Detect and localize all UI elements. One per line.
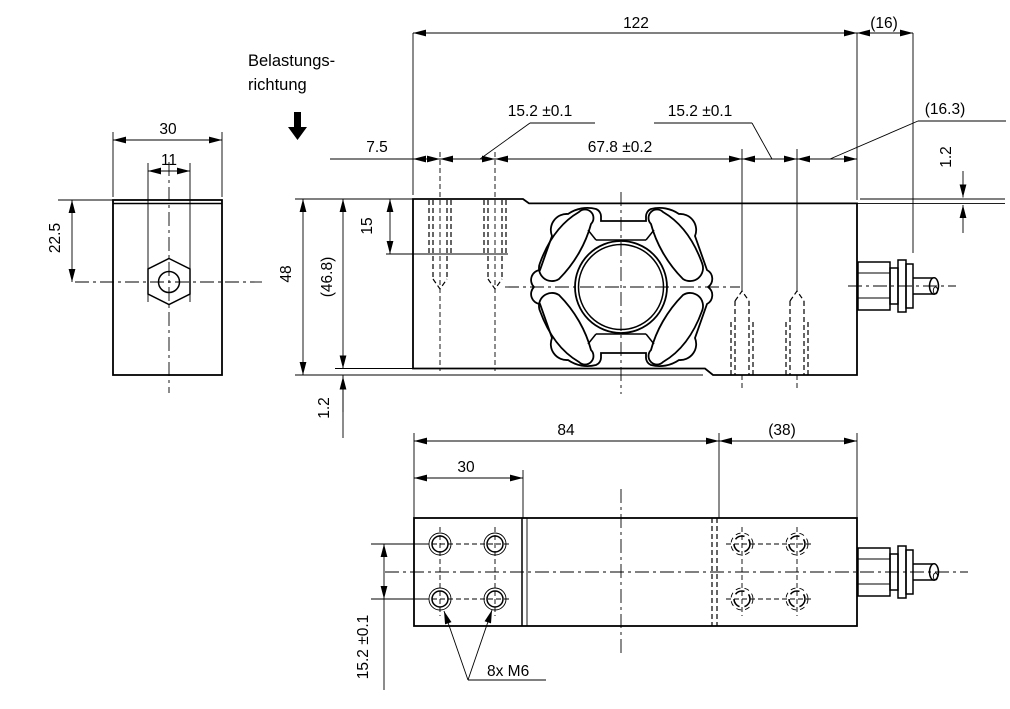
bottom-view: 84 (38) 30 15.2 ±0.1 8x M6 <box>355 422 968 690</box>
dim-end-to-hole: (16.3) <box>925 101 966 118</box>
threaded-hole <box>730 149 754 391</box>
bottom-view-dimensions: 84 (38) 30 15.2 ±0.1 8x M6 <box>355 422 858 690</box>
load-direction-note: Belastungs- richtung <box>248 52 335 140</box>
cable-gland-side <box>848 259 956 313</box>
load-direction-arrow-icon <box>288 112 307 140</box>
thread-callout-label: 8x M6 <box>487 663 529 680</box>
dim-edge-to-first-hole: 7.5 <box>366 139 388 156</box>
cutout-lobe-sw <box>538 292 595 366</box>
dim-hole-pitch-right: 15.2 ±0.1 <box>668 103 733 120</box>
end-view: 30 11 22.5 <box>47 121 262 393</box>
dim-mounting-length: 84 <box>557 422 575 439</box>
dim-hole-pitch-left: 15.2 ±0.1 <box>508 103 573 120</box>
cutout-lobe-ne <box>647 208 704 282</box>
load-direction-label-line1: Belastungs- <box>248 52 335 70</box>
dim-height: 48 <box>278 265 295 282</box>
side-view-body <box>412 198 858 376</box>
threaded-hole <box>428 152 452 371</box>
top-threaded-holes <box>428 152 507 371</box>
threaded-hole <box>785 149 809 391</box>
dim-pocket-height: (46.8) <box>319 257 336 298</box>
dim-block-length: 30 <box>457 459 475 476</box>
dim-end-view-width: 30 <box>159 121 177 138</box>
dim-total-length: 122 <box>623 15 649 32</box>
dim-cable-gland-length: (16) <box>870 15 898 32</box>
cutout-lobe-nw <box>538 208 595 282</box>
end-view-body <box>112 199 223 376</box>
side-view-dimensions: 122 (16) 7.5 67.8 ±0.2 15.2 ±0.1 15.2 ±0… <box>278 15 1006 438</box>
dim-cable-end-length: (38) <box>768 422 796 439</box>
side-view: 122 (16) 7.5 67.8 ±0.2 15.2 ±0.1 15.2 ±0… <box>278 15 1006 438</box>
mounting-holes-left <box>424 527 512 616</box>
dim-top-to-center: 22.5 <box>47 223 64 253</box>
threaded-hole <box>483 152 507 371</box>
mounting-holes-right <box>726 527 812 616</box>
dim-hex-width: 11 <box>161 152 177 169</box>
dim-bottom-clearance: 1.2 <box>316 397 333 419</box>
dim-hole-pitch-bottom: 15.2 ±0.1 <box>355 615 372 680</box>
load-direction-label-line2: richtung <box>248 76 307 94</box>
dim-thread-depth: 15 <box>359 217 376 234</box>
cutout-lobe-se <box>647 292 704 366</box>
dim-hole-group-span: 67.8 ±0.2 <box>588 139 653 156</box>
bottom-threaded-holes <box>730 149 809 391</box>
dim-top-clearance: 1.2 <box>938 146 955 168</box>
